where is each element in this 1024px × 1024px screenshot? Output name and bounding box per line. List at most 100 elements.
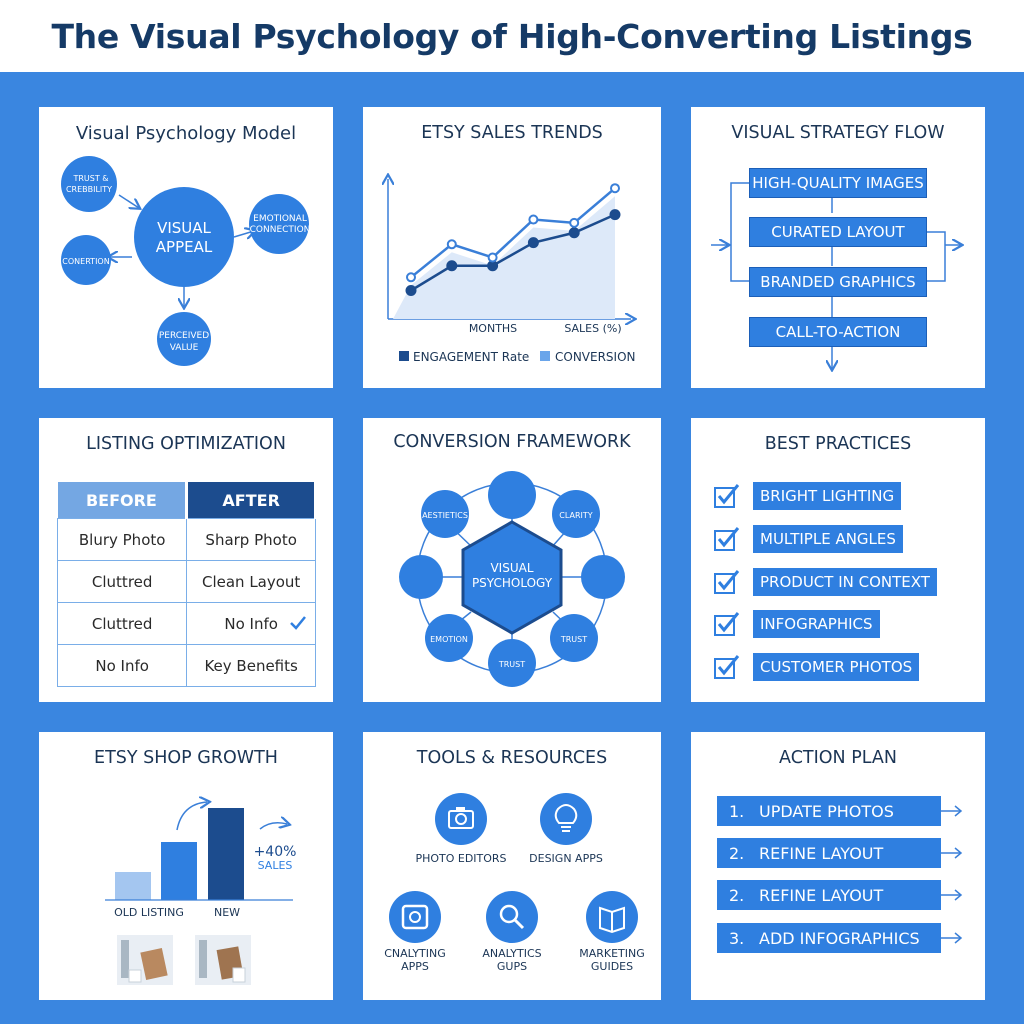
checkbox-checked-icon [714,655,740,679]
node-trust-line-2: CREBBILITY [66,185,112,194]
node-emotional-line-2: CONNECTION [250,225,311,235]
after-cell: Clean Layout [186,560,316,603]
panel-shop-growth: ETSY SHOP GROWTH +40% SALES OLD LISTING … [39,732,333,1000]
before-cell: Cluttred [56,602,188,645]
flow-step-branded-graphics: BRANDED GRAPHICS [749,267,927,297]
growth-side-arrow [259,823,287,830]
panel-title: TOOLS & RESOURCES [416,748,608,768]
practice-label: CUSTOMER PHOTOS [753,653,920,681]
arrow-right-icon [941,889,963,901]
arrow-trust [118,194,139,208]
panel-title: LISTING OPTIMIZATION [86,434,286,454]
node-conversion-label: CONERTION [62,257,109,266]
panel-title: ETSY SHOP GROWTH [94,748,278,768]
node-trust-line-1: TRUST & [72,174,108,183]
data-point [487,252,498,263]
node-conversion [61,235,111,285]
node-clarity-label: CLARITY [559,511,593,520]
checkmark-icon [290,616,306,630]
node-perceived-line-2: VALUE [170,343,199,353]
data-point [610,183,620,194]
action-item: 1.UPDATE PHOTOS [717,796,941,826]
data-point [528,214,539,225]
before-cell: Blury Photo [56,518,188,561]
data-point [609,209,621,221]
node-trust-bottom-label: TRUST [498,660,525,669]
sales-trend-chart: MONTHS SALES (%) ENGAGEMENT Rate CONVERS… [363,107,661,364]
thumbnail-old [117,935,173,985]
tool-label: APPS [401,960,429,973]
panel-title: Visual Psychology Model [75,123,297,144]
after-cell-with-check: No Info [186,602,316,645]
tool-label: GUPS [497,960,527,973]
data-point [446,239,457,250]
strategy-flow-connectors [711,182,985,388]
after-cell-text: No Info [224,614,278,633]
before-after-table: BEFORE AFTER Blury Photo Sharp Photo Clu… [56,482,317,687]
table-row: Cluttred No Info [56,602,316,645]
table-row: Blury Photo Sharp Photo [56,518,316,561]
panel-title: CONVERSION FRAMEWORK [393,432,631,452]
legend-label-engagement: ENGAGEMENT Rate [413,350,529,364]
node-trust [61,156,117,212]
data-point [527,237,539,249]
action-number: 1. [729,801,745,821]
node-trust-bottom [488,639,536,687]
flow-step-call-to-action: CALL-TO-ACTION [749,317,927,347]
panel-title: ETSY SALES TRENDS [421,123,603,143]
practice-label: BRIGHT LIGHTING [753,482,902,510]
camera-frame-icon [389,891,441,943]
psychology-model-diagram: VISUAL APPEAL TRUST & CREBBILITY EMOTION… [61,156,311,366]
title-bar: The Visual Psychology of High-Converting… [0,0,1024,72]
node-top [488,471,536,519]
growth-percent: +40% [254,844,297,860]
tool-label: MARKETING [579,947,645,960]
checkbox-checked-icon [714,527,740,551]
header-before: BEFORE [57,482,189,519]
checkbox-checked-icon [714,484,740,508]
action-item: 3.ADD INFOGRAPHICS [717,923,941,953]
node-trust-right-label: TRUST [560,635,587,644]
panel-strategy-flow: VISUAL STRATEGY FLOW HIGH-QUALITY IMAGES… [691,107,985,388]
checkbox-checked-icon [714,612,740,636]
checkbox-checked-icon [714,570,740,594]
node-right [581,555,625,599]
node-perceived [157,312,211,366]
node-emotion-label: EMOTION [430,635,468,644]
center-hexagon [461,520,563,635]
after-cell: Key Benefits [186,644,316,687]
panel-psychology-model: Visual Psychology Model VISUAL APPEAL TR… [39,107,333,388]
legend-swatch-engagement [399,351,409,361]
legend-label-conversion: CONVERSION [555,350,636,364]
table-row: No Info Key Benefits [56,644,316,687]
tool-label: DESIGN APPS [529,852,603,865]
y-axis-label: SALES (%) [564,322,621,335]
center-line-2: APPEAL [156,238,213,256]
panel-sales-trends: ETSY SALES TRENDS MONTHS SALES (%) ENGAG… [363,107,661,388]
panel-best-practices: BEST PRACTICES BRIGHT LIGHTING MULTIPLE … [691,418,985,702]
thumbnail-new [195,935,251,985]
series-line-conversion [410,187,616,279]
practice-label: INFOGRAPHICS [753,610,880,638]
camera-icon [435,793,487,845]
x-axis-label: MONTHS [469,322,517,335]
panel-conversion-framework: CONVERSION FRAMEWORK VISUAL PSYCHOLOGY A… [363,418,661,702]
arrow-right-icon [941,805,963,817]
tool-label: PHOTO EDITORS [415,852,506,865]
data-point [446,260,458,272]
action-number: 2. [729,843,745,863]
node-left [399,555,443,599]
conversion-area [393,196,615,319]
list-item: MULTIPLE ANGLES [713,525,903,553]
tool-label: ANALYTICS [482,947,541,960]
action-item: 2.REFINE LAYOUT [717,838,941,868]
growth-label: SALES [258,859,293,872]
magnifier-icon [486,891,538,943]
growth-bar [208,808,244,900]
arrow-right-icon [941,932,963,944]
practice-label: MULTIPLE ANGLES [753,525,903,553]
hexagon-line-1: VISUAL [490,561,533,575]
action-item: 2.REFINE LAYOUT [717,880,941,910]
shop-growth-chart: +40% SALES OLD LISTING NEW [105,732,297,985]
series-line-engagement [410,213,616,292]
